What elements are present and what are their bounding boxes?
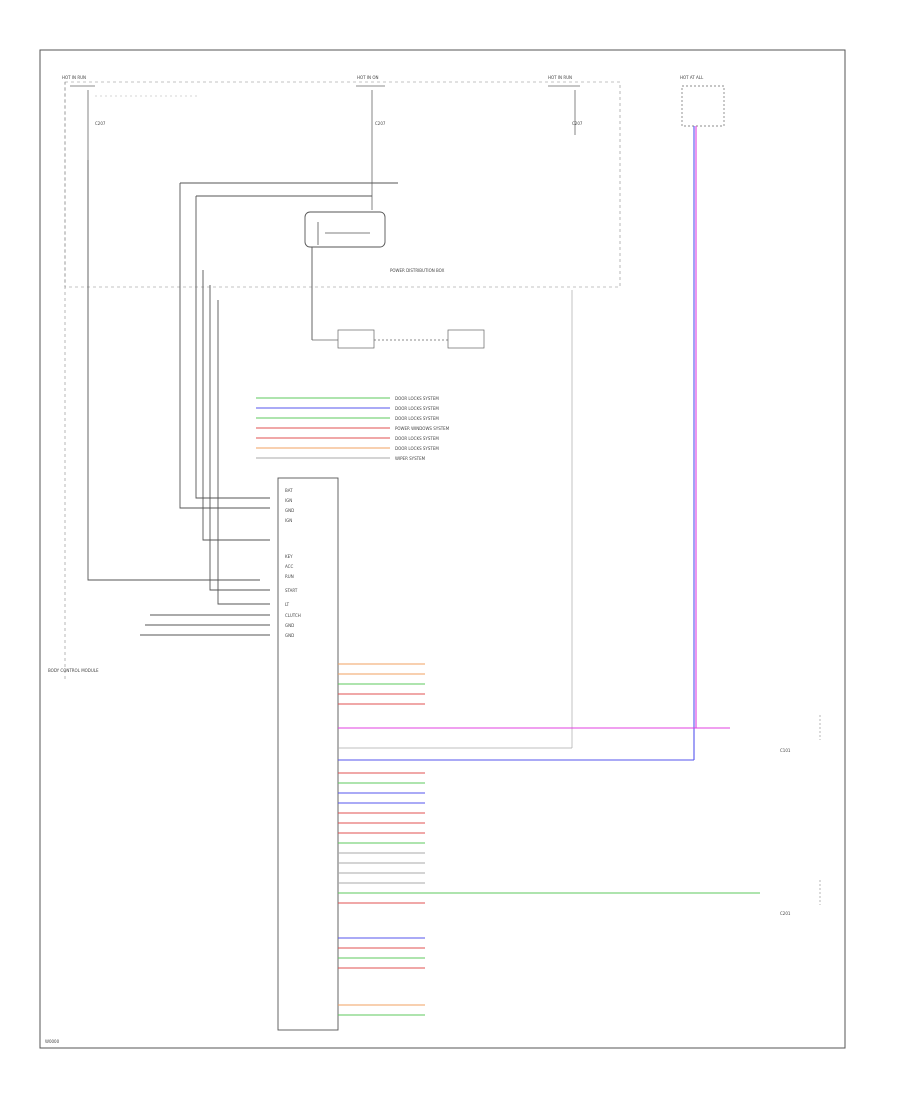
inline-connector [312,329,485,349]
svg-text:ACC: ACC [285,564,293,569]
output-wires-group-1 [338,663,425,705]
left-harness [87,160,270,636]
svg-text:C207: C207 [572,121,583,126]
svg-text:IGN: IGN [285,518,292,523]
output-wires-group-2 [338,772,760,904]
module-pins-top: BAT IGN GND IGN [285,488,294,523]
svg-text:KEY: KEY [285,554,293,559]
fuse-symbols [70,85,580,210]
svg-text:GND: GND [285,508,294,513]
svg-text:GND: GND [285,633,294,638]
svg-text:CLUTCH: CLUTCH [285,613,301,618]
svg-text:RUN: RUN [285,574,294,579]
module-pins-mid: KEY ACC RUN START LT CLUTCH GND GND [285,554,301,638]
fuse-label: HOT IN RUN [548,75,572,80]
diagram-frame [39,49,846,1049]
diagram-code: W0000 [45,1039,60,1044]
wire-dest: DOOR LOCKS SYSTEM [395,396,439,401]
wire-dest: DOOR LOCKS SYSTEM [395,436,439,441]
wire-dest: DOOR LOCKS SYSTEM [395,416,439,421]
wire-dest: POWER WINDOWS SYSTEM [395,426,450,431]
body-control-module [277,477,339,1031]
svg-text:POWER DISTRIBUTION BOX: POWER DISTRIBUTION BOX [390,268,445,273]
right-device-2: C201 [780,880,821,916]
svg-text:C201: C201 [780,911,791,916]
svg-text:C101: C101 [780,748,791,753]
wire-dest: WIPER SYSTEM [395,456,426,461]
wire-dest: DOOR LOCKS SYSTEM [395,406,439,411]
output-wires-group-3 [338,937,425,1016]
svg-text:C207: C207 [375,121,386,126]
fuse-label: HOT IN ON [357,75,378,80]
top-connector-group: C207 C207 C207 [95,95,583,126]
svg-text:START: START [285,588,298,593]
svg-text:BAT: BAT [285,488,293,493]
relay: POWER DISTRIBUTION BOX [304,211,445,273]
svg-text:LT: LT [285,602,290,607]
right-fuse: HOT AT ALL [680,75,725,127]
svg-text:C207: C207 [95,121,106,126]
svg-text:HOT AT ALL: HOT AT ALL [680,75,704,80]
fuse-box-enclosure [64,81,621,288]
svg-text:GND: GND [285,623,294,628]
upper-wire-bundle [256,397,390,459]
wire-dest: DOOR LOCKS SYSTEM [395,446,439,451]
module-note: BODY CONTROL MODULE [48,668,99,673]
svg-text:IGN: IGN [285,498,292,503]
right-device-1: C101 [780,715,821,753]
fuse-label: HOT IN RUN [62,75,86,80]
